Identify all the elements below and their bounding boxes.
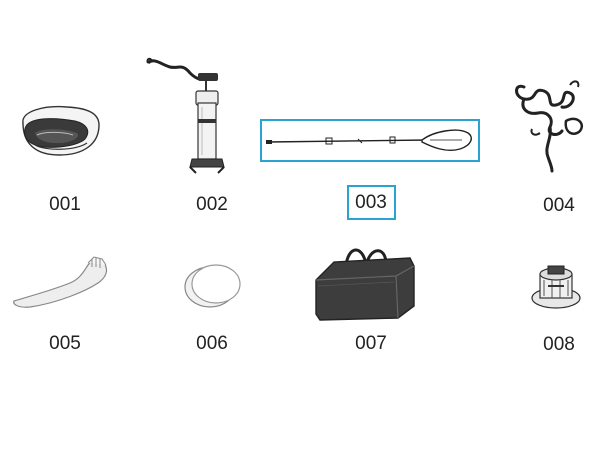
part-001[interactable] [15, 95, 105, 170]
seat-cushion-icon [22, 105, 100, 156]
part-code-007: 007 [355, 333, 387, 354]
part-003[interactable] [262, 121, 478, 160]
part-005[interactable] [10, 255, 115, 315]
patch-icon [184, 264, 241, 308]
selected-code-frame [347, 185, 396, 220]
leash-rope-icon [515, 80, 583, 173]
part-code-002: 002 [196, 194, 228, 215]
part-code-003: 003 [355, 192, 387, 213]
part-code-008: 008 [543, 334, 575, 355]
part-007[interactable] [310, 240, 420, 325]
carry-bag-icon [315, 248, 415, 321]
fin-icon [13, 256, 108, 308]
valve-icon [531, 265, 581, 309]
part-code-004: 004 [543, 195, 575, 216]
part-004[interactable] [510, 75, 590, 175]
selected-part-frame [260, 119, 480, 162]
hand-pump-icon [146, 57, 225, 174]
paddle-icon [266, 129, 472, 151]
part-code-005: 005 [49, 333, 81, 354]
part-006[interactable] [180, 262, 245, 312]
part-002[interactable] [140, 55, 230, 180]
part-code-006: 006 [196, 333, 228, 354]
part-code-001: 001 [49, 194, 81, 215]
part-008[interactable] [528, 262, 584, 314]
